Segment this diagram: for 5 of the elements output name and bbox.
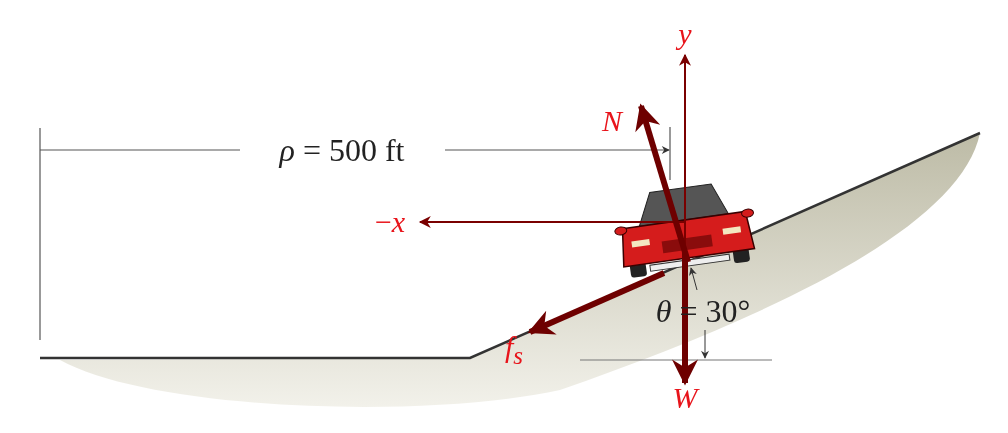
axis-label: −x (374, 207, 406, 237)
axis-label: y (678, 19, 692, 49)
force-label: N (602, 106, 622, 136)
force-label: W (672, 383, 698, 413)
dimension-label: ρ = 500 ft (279, 134, 405, 166)
